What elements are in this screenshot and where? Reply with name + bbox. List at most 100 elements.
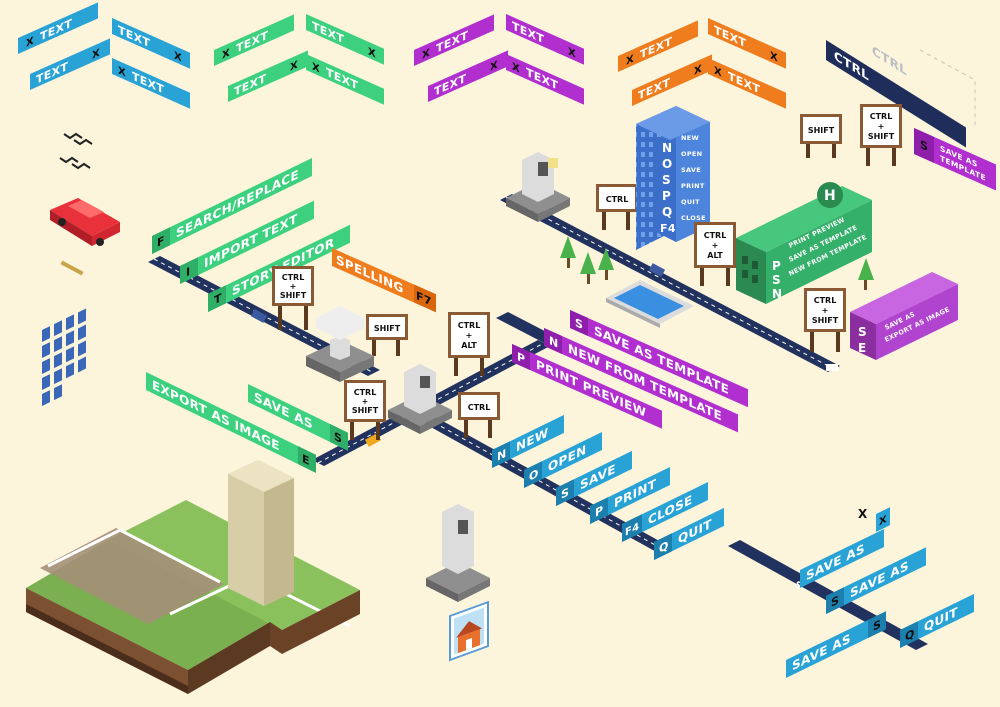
swatch-x: X bbox=[714, 65, 722, 80]
swatch-x: X bbox=[368, 46, 376, 61]
menu-key: S bbox=[831, 593, 839, 610]
bird-icon bbox=[71, 162, 91, 170]
sign-ctrl-shift: CTRL + SHIFT bbox=[860, 104, 902, 166]
menu-item[interactable]: F SEARCH/REPLACE bbox=[152, 157, 312, 254]
sign-text: SHIFT bbox=[374, 324, 401, 333]
sign-ctrl: CTRL bbox=[458, 392, 500, 438]
sign-ctrl-shift: CTRL + SHIFT bbox=[272, 266, 314, 330]
swatch-tag: X TEXT bbox=[306, 54, 384, 105]
swatch-x: X bbox=[118, 65, 126, 80]
isometric-land-block bbox=[26, 460, 360, 694]
car-icon bbox=[648, 263, 666, 277]
menu-key: Q bbox=[905, 626, 915, 644]
road-key: S bbox=[793, 580, 804, 592]
swatch-tag: TEXT X bbox=[428, 50, 508, 102]
swatch-tag: X TEXT bbox=[414, 14, 494, 66]
sign-text: SHIFT bbox=[812, 316, 839, 325]
swatch-x: X bbox=[222, 47, 230, 62]
building-label: PRINT bbox=[681, 182, 705, 190]
swatch-label: TEXT bbox=[434, 71, 466, 99]
sign-text: CTRL bbox=[704, 231, 727, 240]
sign-shift: SHIFT bbox=[366, 314, 408, 356]
swatch-tag: X TEXT bbox=[618, 20, 698, 72]
sign-ctrl-alt: CTRL + ALT bbox=[694, 222, 736, 286]
sign-ctrl-alt: CTRL + ALT bbox=[448, 312, 490, 376]
swatch-bar bbox=[112, 58, 190, 109]
swatch-group-blue: X TEXT TEXT X TEXT X X TEXT bbox=[18, 2, 190, 109]
sign-shift: SHIFT bbox=[800, 114, 842, 158]
swatch-bar bbox=[506, 14, 584, 65]
tag-x[interactable]: X bbox=[876, 507, 890, 532]
sign-text: ALT bbox=[707, 251, 723, 260]
menu-label: SAVE AS bbox=[850, 558, 909, 601]
sign-ctrl-shift: CTRL + SHIFT bbox=[344, 380, 386, 440]
sign-text: + bbox=[712, 241, 719, 250]
sign-text: CTRL bbox=[354, 388, 377, 397]
swatch-label: TEXT bbox=[526, 65, 558, 93]
menu-key: O bbox=[529, 466, 539, 484]
swatch-tag: X TEXT bbox=[506, 54, 584, 105]
menu-label: NEW bbox=[516, 425, 548, 455]
sign-ctrl: CTRL bbox=[596, 184, 638, 230]
swatch-label: TEXT bbox=[640, 34, 672, 62]
bottom-right-group: X X S SAVE AS S SAVE AS SAVE AS S Q QUIT bbox=[728, 507, 974, 678]
swatch-x: X bbox=[694, 63, 702, 78]
sign-text: CTRL bbox=[468, 403, 491, 412]
swatch-label: TEXT bbox=[234, 71, 266, 99]
swatch-label: TEXT bbox=[312, 19, 344, 47]
car-icon bbox=[250, 309, 268, 323]
helipad-label: H bbox=[824, 188, 836, 204]
swatch-x: X bbox=[490, 59, 498, 74]
building-key: N bbox=[662, 141, 672, 155]
menu-item[interactable]: SAVE AS S bbox=[786, 611, 886, 678]
menu-key: T bbox=[214, 290, 222, 307]
swatch-x: X bbox=[92, 47, 100, 62]
swatch-label: TEXT bbox=[326, 65, 358, 93]
tree-icon bbox=[858, 258, 874, 290]
swatch-x: X bbox=[770, 50, 778, 65]
swatch-x: X bbox=[626, 53, 634, 68]
menu-key: I bbox=[186, 264, 190, 279]
text-kiosk-icon bbox=[306, 306, 374, 382]
swatch-label: TEXT bbox=[36, 59, 68, 87]
sign-ctrl-shift: CTRL + SHIFT bbox=[804, 288, 846, 352]
menu-item-spelling[interactable]: SPELLING F7 bbox=[332, 248, 436, 313]
swatch-x: X bbox=[422, 47, 430, 62]
ctrl-banner-bar bbox=[826, 40, 966, 148]
swatch-group-purple: X TEXT TEXT X TEXT X X TEXT bbox=[414, 14, 584, 105]
picture-icon bbox=[449, 600, 489, 662]
swatch-tag: TEXT X bbox=[112, 18, 190, 69]
crosswalk-icon bbox=[826, 364, 838, 371]
bench-icon bbox=[60, 260, 84, 276]
swatch-bar bbox=[632, 54, 712, 106]
menu-item[interactable]: Q QUIT bbox=[900, 593, 974, 648]
menu-key: N bbox=[497, 446, 506, 464]
sign-text: SHIFT bbox=[352, 406, 379, 415]
swatch-x: X bbox=[174, 50, 182, 65]
building-front bbox=[676, 106, 710, 242]
swatch-tag: X TEXT bbox=[214, 14, 294, 66]
swatch-tag: TEXT X bbox=[228, 50, 308, 102]
swatch-bar bbox=[306, 54, 384, 105]
menu-label: EXPORT AS IMAGE bbox=[152, 377, 280, 454]
swatch-x: X bbox=[290, 59, 298, 74]
menu-key: P bbox=[595, 503, 604, 520]
building-key: P bbox=[772, 259, 781, 273]
menu-green: F SEARCH/REPLACE I IMPORT TEXT T STORY E… bbox=[152, 157, 350, 312]
swatch-group-orange: X TEXT TEXT X TEXT X X TEXT bbox=[618, 18, 786, 109]
swatch-tag: X TEXT bbox=[708, 58, 786, 109]
menu-label: SAVE AS bbox=[792, 631, 851, 674]
bird-icon bbox=[73, 138, 93, 146]
swatch-tag: TEXT X bbox=[306, 14, 384, 65]
menu-key: F bbox=[157, 233, 165, 250]
pool-icon bbox=[606, 280, 694, 328]
menu-label: SPELLING bbox=[336, 252, 404, 296]
building-key: S bbox=[772, 273, 781, 287]
swatch-bar bbox=[618, 20, 698, 72]
bird-icon bbox=[63, 132, 83, 140]
swatch-bar bbox=[428, 50, 508, 102]
purple-building: S E SAVE AS EXPORT AS IMAGE bbox=[850, 272, 958, 360]
menu-key: S bbox=[334, 429, 342, 446]
menu-key: S bbox=[873, 617, 881, 634]
building-front bbox=[766, 200, 872, 304]
